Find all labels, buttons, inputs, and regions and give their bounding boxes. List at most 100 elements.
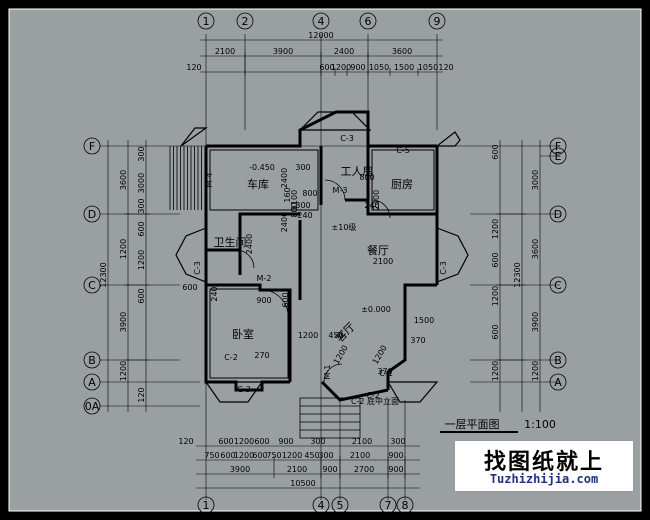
dim-left-inner-4: 1200 [137,250,146,270]
axis-left-F-circle [83,137,101,155]
axis-top-4-circle [312,12,330,30]
dim-right-outer-3: 1200 [531,361,540,381]
axis-top-2: 2 [242,15,249,28]
bay-windows [175,111,469,403]
watermark-box: 找图纸就上 Tuzhizhijia.com [454,440,634,492]
axis-top-9: 9 [434,15,441,28]
axis-top-6: 6 [365,15,372,28]
misc-dim-2: 2400 [372,190,381,210]
axis-right-C-3-circle [549,276,567,294]
room-garage: 车库 [247,177,269,191]
level-living: ±0.000 [361,305,391,314]
axis-bottom-8-4: 8 [402,499,409,512]
dim-bottom-row3-3: 900 [278,437,293,446]
dim-left-outer-3: 1200 [119,361,128,381]
dim-left-outer-1: 1200 [119,239,128,259]
axis-left-0A: 0A [85,400,100,413]
dim-bottom-row1-1: 2100 [287,465,307,474]
tag-7: C-2 [366,391,380,400]
axis-left-B: B [88,354,96,367]
dim-bottom-row2-2: 1200 [234,451,254,460]
misc-dim-22: 900 [256,296,271,305]
dim-top-row1-3: 3600 [392,47,412,56]
dim-left-inner-2: 300 [137,198,146,213]
axis-right-A-5: A [554,376,562,389]
dim-left-inner-1: 3000 [137,173,146,193]
misc-dim-24: 600 [182,283,197,292]
entry-steps [169,146,202,210]
dim-bottom-row3-2: 600 [254,437,269,446]
watermark-title: 找图纸就上 [483,450,604,475]
dim-bottom-row2-4: 750 [266,451,281,460]
axis-bottom-7-3-circle [379,496,397,514]
corner-right-bottom [386,381,439,403]
tag-3: M-3 [333,186,348,195]
wall-inner-lines [209,149,435,379]
corner-right-top [435,131,461,147]
axis-top-9-circle [428,12,446,30]
misc-dim-21: 240 [210,286,219,301]
dim-top-edge-0: 120 [186,63,201,72]
room-worker: 工人房 [341,165,374,178]
axis-right-B-4: B [554,354,562,367]
axis-top-1-circle [197,12,215,30]
front-steps [299,397,361,439]
plan-scale: 1:100 [524,418,556,431]
dim-right-outer-2: 3900 [531,312,540,332]
tag-4: M-2 [257,274,272,283]
corner-left-top [180,127,208,147]
dim-lines-left [107,140,150,412]
dim-lines-top [200,39,443,76]
dim-bottom-overall: 10500 [290,479,315,488]
axis-left-C-circle [83,276,101,294]
dim-top-row1-0: 2100 [215,47,235,56]
misc-dim-11: 1100 [290,190,299,210]
misc-dim-25: 270 [254,351,269,360]
axis-top-2-circle [236,12,254,30]
dim-right-outer-0: 3000 [531,170,540,190]
dim-top-row2-0: 600 [319,63,334,72]
dim-bottom-row3-6: 300 [390,437,405,446]
dim-right-inner-5: 1200 [491,361,500,381]
level-garage: -0.450 [249,163,275,172]
axis-right-D-2: D [554,208,562,221]
axis-bottom-1-0-circle [197,496,215,514]
dim-bottom-row2-3: 600 [252,451,267,460]
misc-dim-19: 1500 [414,316,434,325]
tag-8: C-2 底中立面 [351,396,399,406]
axis-right-B-4-circle [549,351,567,369]
dim-bottom-row1-0: 3900 [230,465,250,474]
bay-window-top [298,111,372,131]
dim-bottom-row3-0: 600 [218,437,233,446]
axis-bottom-1-0: 1 [203,499,210,512]
misc-dim-1: 2400 [245,234,254,254]
axis-bottom-5-2: 5 [337,499,344,512]
tag-0: M-4 [205,173,214,188]
dim-top-row2-1: 1200 [331,63,351,72]
plan-title: 一层平面图 [445,418,500,431]
axis-bottom-5-2-circle [331,496,349,514]
axis-left-0A-circle [83,397,101,415]
dim-top-row2-5: 1050 [418,63,438,72]
axis-right-E-1: E [555,150,562,163]
misc-dim-5: 800 [290,202,299,217]
axis-left-B-circle [83,351,101,369]
misc-dim-3: 300 [295,163,310,172]
drawing-sheet [8,8,642,512]
misc-dim-18: 370 [377,367,392,376]
dim-top-edge-1: 120 [438,63,453,72]
axis-bottom-8-4-circle [396,496,414,514]
axis-right-D-2-circle [549,205,567,223]
tag-6: C-1 [379,369,393,378]
axis-bottom-7-3: 7 [385,499,392,512]
dim-bottom-row2-7: 300 [318,451,333,460]
axis-left-A: A [88,376,96,389]
dim-top-row1-2: 2400 [334,47,354,56]
dim-bottom-edge-0: 120 [178,437,193,446]
dim-bottom-row2-9: 900 [388,451,403,460]
dim-bottom-row3-4: 300 [310,437,325,446]
misc-dim-12: 300 [295,201,310,210]
misc-dim-13: 2100 [373,257,393,266]
